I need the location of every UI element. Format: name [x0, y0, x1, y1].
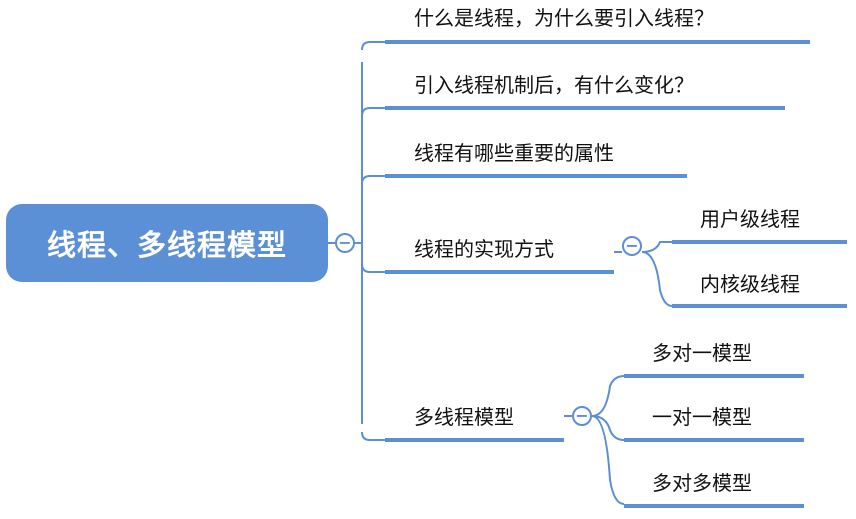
branch-label-3[interactable]: 线程有哪些重要的属性	[414, 141, 614, 165]
minus-icon: −	[338, 233, 352, 252]
sub-connector-model	[564, 375, 625, 417]
sub-connector-model-2	[591, 415, 625, 441]
branch-connector-5	[361, 431, 385, 441]
branch-underline-1	[385, 40, 810, 44]
sub-label-one-to-one[interactable]: 一对一模型	[652, 405, 752, 429]
sub-label-many-to-one[interactable]: 多对一模型	[652, 341, 752, 365]
sub-label-kernel-thread[interactable]: 内核级线程	[700, 272, 800, 296]
branch-connector-3	[361, 175, 385, 185]
sub-connector-impl-2	[641, 251, 673, 307]
collapse-button-root[interactable]: −	[335, 233, 355, 253]
sub-connector-model-3	[591, 415, 625, 505]
sub-underline-many-to-one	[624, 374, 804, 378]
branch-underline-4	[385, 270, 614, 274]
minus-icon: −	[625, 236, 639, 255]
sub-underline-many-to-many	[624, 504, 804, 508]
branch-connector-1	[361, 41, 385, 51]
sub-underline-one-to-one	[624, 438, 804, 442]
collapse-button-impl[interactable]: −	[622, 236, 642, 256]
collapse-button-model[interactable]: −	[572, 406, 592, 426]
sub-underline-kernel-thread	[672, 304, 847, 308]
branch-label-5[interactable]: 多线程模型	[414, 405, 514, 429]
sub-label-many-to-many[interactable]: 多对多模型	[652, 471, 752, 495]
root-node[interactable]: 线程、多线程模型	[6, 204, 328, 282]
branch-connector-4	[361, 263, 385, 273]
branch-label-4[interactable]: 线程的实现方式	[414, 237, 554, 261]
sub-label-user-thread[interactable]: 用户级线程	[700, 207, 800, 231]
branch-underline-3	[385, 174, 687, 178]
branch-label-1[interactable]: 什么是线程，为什么要引入线程？	[414, 6, 714, 30]
branch-underline-5	[385, 438, 564, 442]
branch-underline-2	[385, 106, 785, 110]
branch-connector-2	[361, 107, 385, 117]
trunk-connector	[354, 62, 363, 424]
branch-label-2[interactable]: 引入线程机制后，有什么变化？	[414, 73, 694, 97]
minus-icon: −	[575, 406, 589, 425]
root-node-label: 线程、多线程模型	[46, 228, 287, 262]
sub-underline-user-thread	[672, 240, 847, 244]
